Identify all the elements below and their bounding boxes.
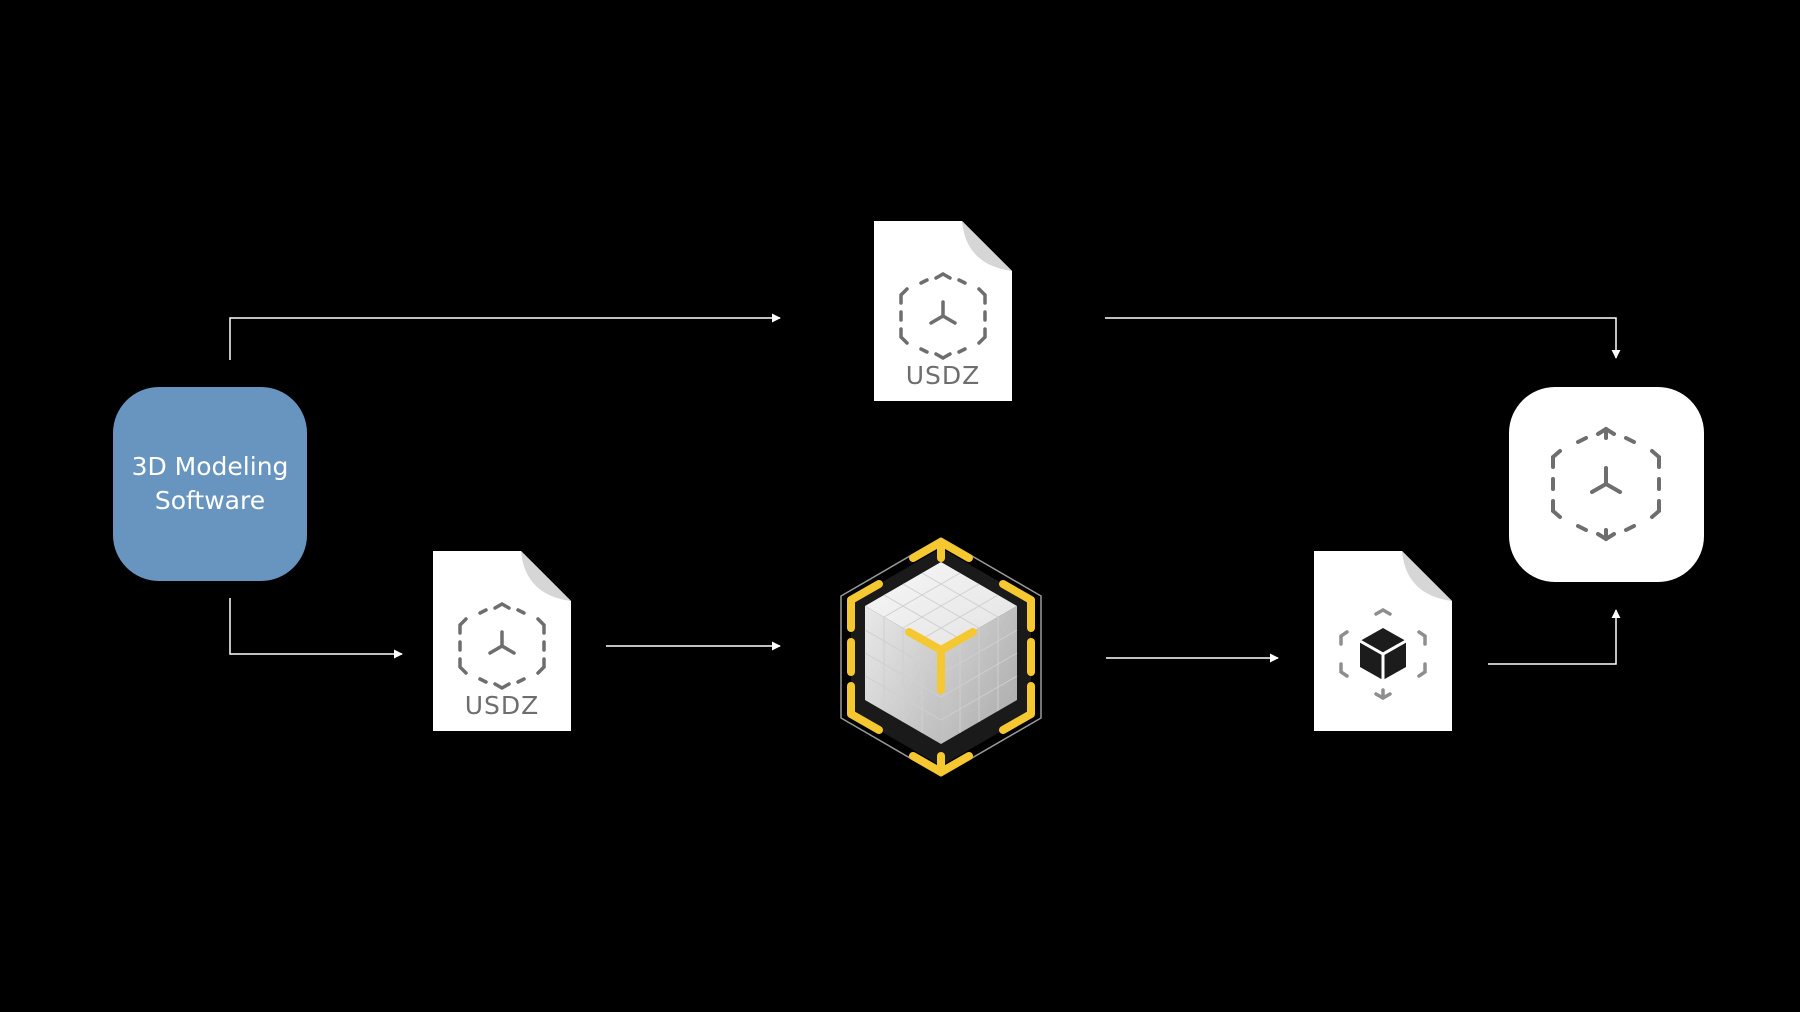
reality-file-icon bbox=[1339, 607, 1427, 701]
usdz-bottom-label: USDZ bbox=[464, 691, 540, 720]
arrow-app-to-usdz-bottom bbox=[229, 598, 403, 659]
document-icon bbox=[1314, 551, 1452, 731]
arrow-reality-to-ar bbox=[1488, 609, 1621, 665]
ar-cube-icon bbox=[458, 601, 546, 691]
reality-composer-icon bbox=[828, 532, 1054, 782]
usdz-file-top: USDZ bbox=[874, 221, 1012, 401]
modeling-software-label-line2: Software bbox=[154, 486, 266, 515]
document-icon bbox=[874, 221, 1012, 401]
arrow-usdz-top-to-ar bbox=[1105, 317, 1621, 359]
usdz-file-bottom: USDZ bbox=[433, 551, 571, 731]
ar-quick-look-icon bbox=[1551, 426, 1661, 542]
modeling-software-label: 3D Modeling Software bbox=[125, 450, 295, 518]
modeling-software-label-line1: 3D Modeling bbox=[131, 452, 289, 481]
document-icon bbox=[433, 551, 571, 731]
reality-file bbox=[1314, 551, 1452, 731]
ar-quick-look-tile bbox=[1509, 387, 1704, 582]
modeling-software-tile: 3D Modeling Software bbox=[113, 387, 307, 581]
arrow-app-to-usdz-top bbox=[229, 313, 781, 360]
usdz-top-label: USDZ bbox=[905, 361, 981, 390]
ar-cube-icon bbox=[899, 271, 987, 361]
